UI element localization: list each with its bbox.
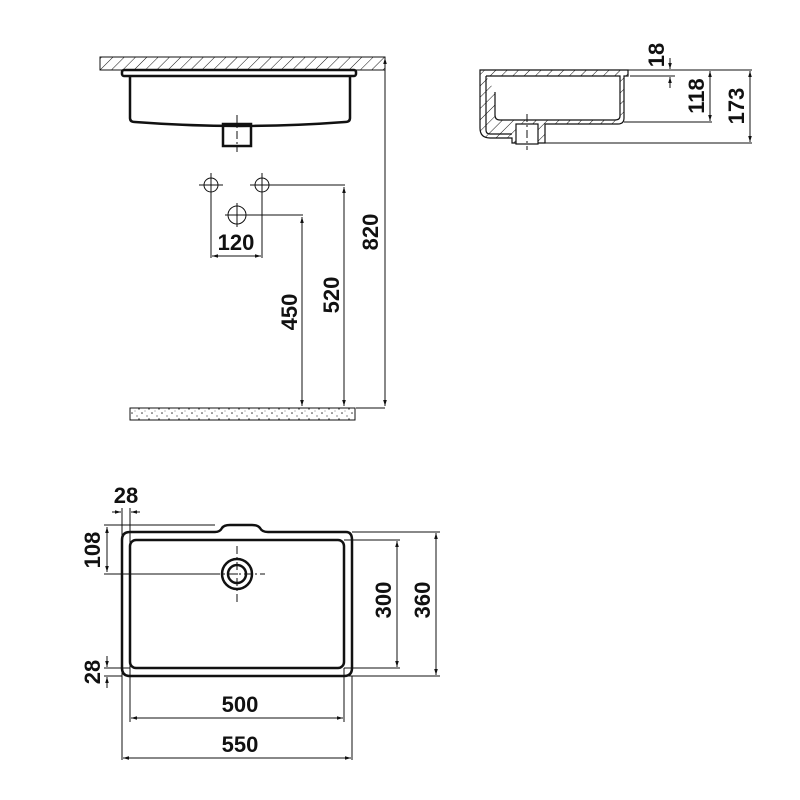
drain-height-dimension: 450 [277,294,302,331]
inner-depth-dimension: 300 [371,582,396,619]
tap-spacing-dimension: 120 [218,230,255,255]
edge-offset-side-dimension: 28 [114,483,138,508]
countertop [99,56,386,71]
tap-height-dimension: 520 [319,277,344,314]
total-depth-dimension: 173 [724,88,749,125]
basin-outer-rim [120,523,354,678]
top-view: 28 108 28 300 360 500 550 [80,483,440,760]
total-height-dimension: 820 [358,214,383,251]
drain-icon [212,546,265,605]
outer-depth-dimension: 360 [410,582,435,619]
floor [129,407,356,421]
edge-offset-bottom-dimension: 28 [80,660,105,684]
section-view: 18 118 173 [479,43,752,150]
drain-pipe [221,122,253,148]
side-view: 120 450 520 820 [99,56,387,421]
inner-width-dimension: 500 [222,692,259,717]
outer-width-dimension: 550 [222,732,259,757]
basin-outline [128,76,352,128]
rim-thickness-dimension: 18 [644,43,669,67]
drain-offset-dimension: 108 [80,532,105,569]
drain-hole-icon [225,203,249,227]
bowl-depth-dimension: 118 [684,78,709,114]
